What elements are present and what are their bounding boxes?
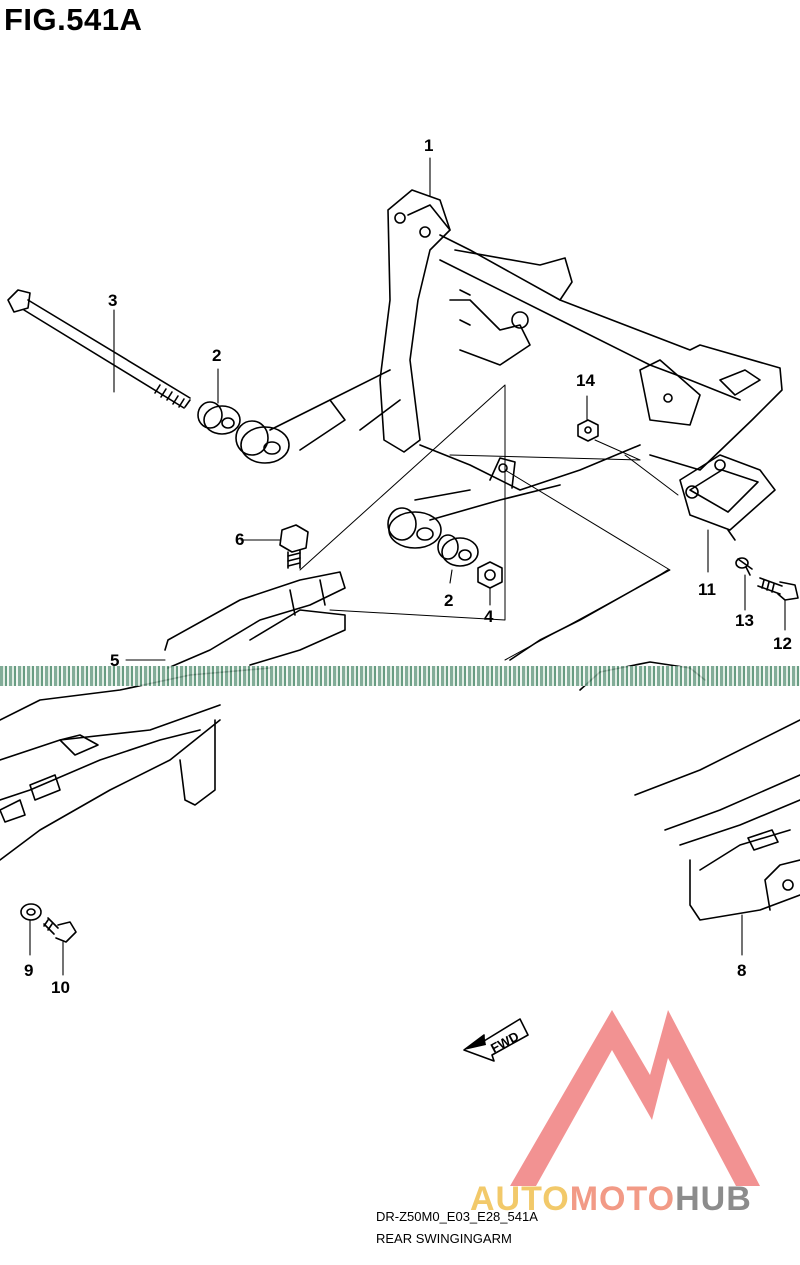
bushing-lower [437, 534, 479, 567]
pivot-nut [477, 561, 503, 589]
callout-14: 14 [576, 371, 595, 390]
chain-guide-nut [577, 419, 599, 442]
fwd-arrow: FWD [462, 1005, 532, 1068]
callout-1: 1 [424, 136, 434, 155]
callout-3: 3 [108, 291, 118, 310]
swingarm-frame [269, 189, 783, 521]
callout-10: 10 [51, 978, 70, 997]
collar [735, 557, 753, 576]
callout-2-upper: 2 [212, 346, 222, 365]
callout-6: 6 [235, 530, 245, 549]
watermark-logo [510, 1010, 760, 1186]
callout-4: 4 [484, 607, 494, 626]
chain-case-rear [509, 569, 800, 921]
watermark-word-hub: HUB [675, 1180, 752, 1218]
chain-case [0, 571, 346, 861]
callout-12: 12 [773, 634, 792, 653]
callout-8: 8 [737, 961, 747, 980]
assembly-lines [299, 384, 679, 661]
pivot-bushing-left [235, 420, 290, 464]
chain-guide [679, 454, 776, 541]
pivot-bushing-right [387, 507, 442, 549]
fwd-label: FWD [488, 1029, 521, 1056]
scan-noise-band [0, 666, 800, 686]
callout-13: 13 [735, 611, 754, 630]
leader-lines [29, 157, 786, 976]
watermark-word-moto: MOTO [569, 1180, 676, 1218]
watermark-word-auto: AUTO [470, 1180, 570, 1218]
washer [20, 903, 42, 921]
guard-bolt [279, 524, 309, 569]
callout-2-lower: 2 [444, 591, 454, 610]
diagram-subtitle: REAR SWINGINGARM [376, 1231, 512, 1246]
callout-5: 5 [110, 651, 120, 670]
pivot-bolt [7, 289, 191, 409]
chain-guide-bolt [757, 577, 799, 601]
bushing-upper [197, 401, 241, 435]
watermark-text: AUTOMOTOHUB [470, 1180, 752, 1219]
callout-11: 11 [698, 580, 716, 599]
callout-9: 9 [24, 961, 34, 980]
figure-title: FIG.541A [4, 2, 143, 37]
diagram-code: DR-Z50M0_E03_E28_541A [376, 1209, 538, 1224]
mount-bolt [43, 917, 77, 943]
